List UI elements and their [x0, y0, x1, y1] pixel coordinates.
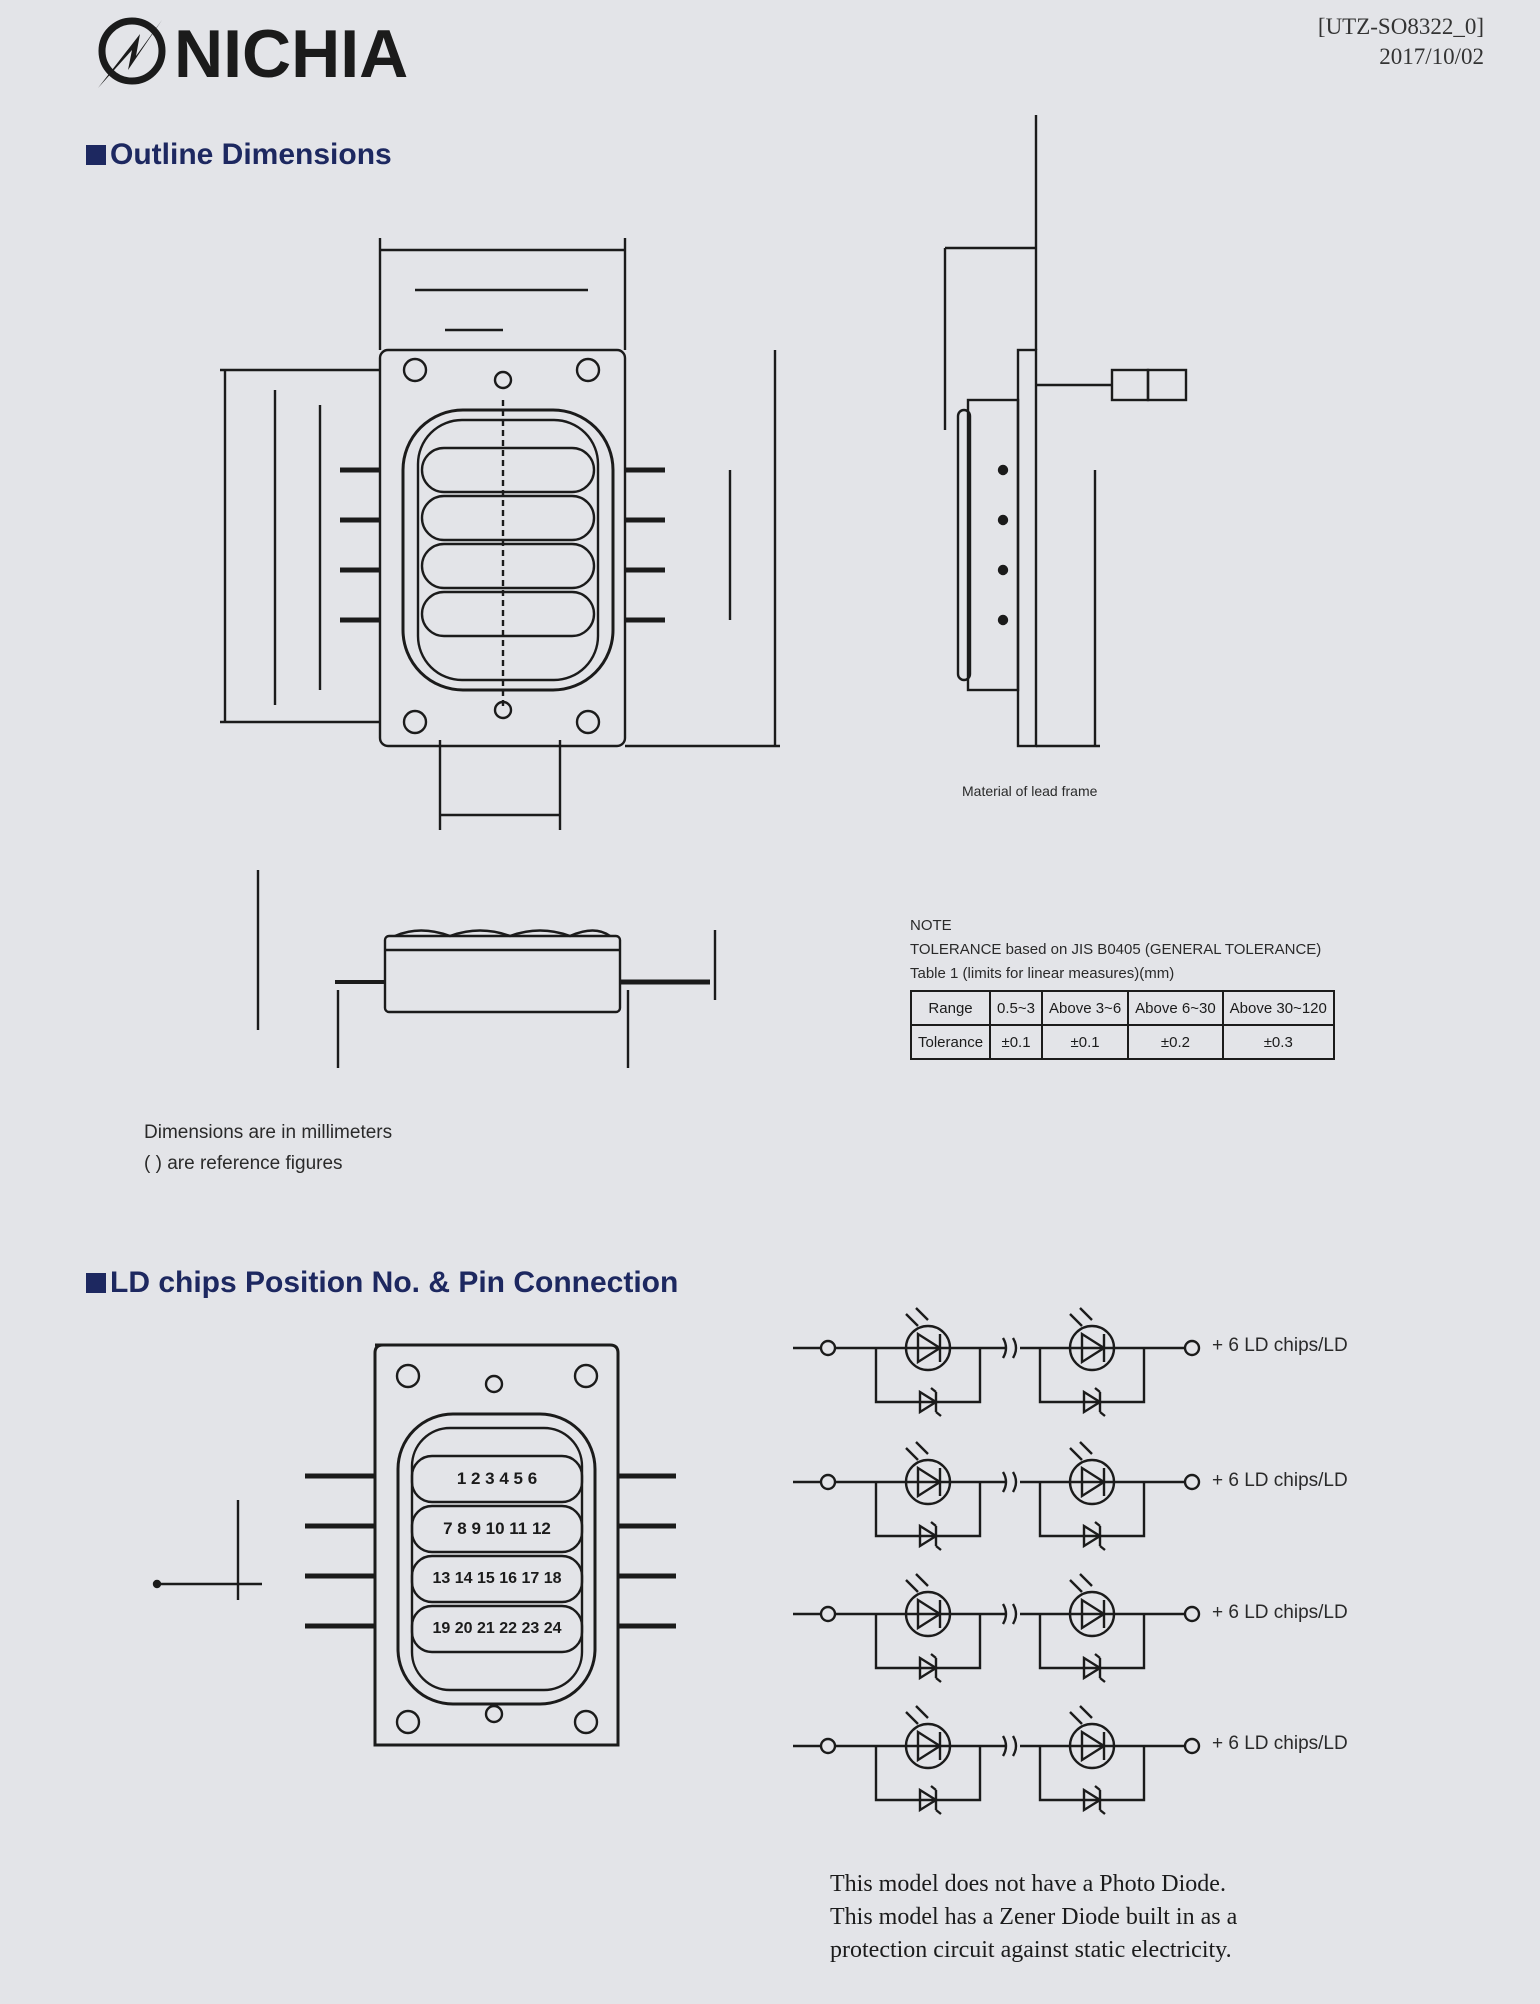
material-note: Material of lead frame — [962, 783, 1098, 799]
laser-diode-icon — [904, 1590, 952, 1638]
circuit-wire — [874, 1482, 982, 1538]
circuit-row-label: + 6 LD chips/LD — [1212, 1470, 1348, 1491]
chip-row-label: 13 14 15 16 17 18 — [432, 1570, 562, 1587]
laser-diode-icon — [904, 1722, 952, 1770]
zener-diode-icon — [1082, 1521, 1106, 1551]
model-notes: This model does not have a Photo Diode. … — [830, 1868, 1237, 1967]
terminal-icon — [1183, 1605, 1201, 1623]
diode-symbol-icon — [916, 1729, 943, 1763]
circuit-wire — [874, 1746, 982, 1802]
zener-diode-icon — [918, 1521, 942, 1551]
tolerance-table: Range 0.5~3 Above 3~6 Above 6~30 Above 3… — [909, 990, 1335, 1060]
zener-diode-icon — [918, 1785, 942, 1815]
tolerance-table-header: Table 1 (limits for linear measures)(mm) — [910, 965, 1175, 982]
bullet-square-icon — [86, 1273, 106, 1293]
diode-symbol-icon — [916, 1331, 943, 1365]
tolerance-notes: NOTE TOLERANCE based on JIS B0405 (GENER… — [910, 914, 1321, 986]
emission-arrow-icon — [905, 1573, 929, 1593]
circuit-wire — [1038, 1348, 1146, 1404]
zener-diode-icon — [1082, 1387, 1106, 1417]
zener-diode-icon — [1082, 1785, 1106, 1815]
terminal-icon — [1183, 1473, 1201, 1491]
emission-arrow-icon — [1069, 1307, 1093, 1327]
emission-arrow-icon — [1069, 1441, 1093, 1461]
model-note: This model has a Zener Diode built in as… — [830, 1904, 1238, 1930]
terminal-icon — [1183, 1737, 1201, 1755]
diode-symbol-icon — [916, 1597, 943, 1631]
terminal-icon — [819, 1473, 837, 1491]
emission-arrow-icon — [905, 1705, 929, 1725]
terminal-icon — [819, 1339, 837, 1357]
diode-symbol-icon — [1080, 1465, 1107, 1499]
emission-arrow-icon — [1069, 1573, 1093, 1593]
circuit-wire — [874, 1348, 982, 1404]
chip-row-label: 1 2 3 4 5 6 — [456, 1469, 538, 1488]
diode-symbol-icon — [1080, 1331, 1107, 1365]
document-reference: [UTZ-SO8322_0] 2017/10/02 — [1318, 12, 1484, 72]
diode-symbol-icon — [916, 1465, 943, 1499]
laser-diode-icon — [1068, 1324, 1116, 1372]
tolerance-standard: TOLERANCE based on JIS B0405 (GENERAL TO… — [910, 941, 1322, 958]
table-row: Range 0.5~3 Above 3~6 Above 6~30 Above 3… — [909, 990, 1335, 1026]
table-row: Tolerance ±0.1 ±0.1 ±0.2 ±0.3 — [909, 1024, 1335, 1060]
emission-arrow-icon — [1069, 1705, 1093, 1725]
break-symbol-icon — [1001, 1735, 1018, 1757]
laser-diode-icon — [904, 1458, 952, 1506]
break-symbol-icon — [1001, 1603, 1018, 1625]
emission-arrow-icon — [905, 1441, 929, 1461]
led-section-title: LD chips Position No. & Pin Connection — [86, 1266, 678, 1300]
top-view — [220, 238, 780, 830]
tolerance-label: NOTE — [910, 917, 952, 934]
laser-diode-icon — [904, 1324, 952, 1372]
zener-diode-icon — [918, 1387, 942, 1417]
diode-symbol-icon — [1080, 1597, 1107, 1631]
doc-number: [UTZ-SO8322_0] — [1317, 14, 1484, 39]
terminal-icon — [1183, 1339, 1201, 1357]
break-symbol-icon — [1001, 1337, 1018, 1359]
circuit-wire — [1038, 1614, 1146, 1670]
circuit-wire — [1038, 1746, 1146, 1802]
chip-number-grid: 1 2 3 4 5 6 7 8 9 10 11 12 13 14 15 16 1… — [412, 1456, 582, 1656]
dimension-notes: Dimensions are in millimeters ( ) are re… — [144, 1117, 392, 1179]
model-note: protection circuit against static electr… — [830, 1937, 1232, 1963]
circuit-row-label: + 6 LD chips/LD — [1212, 1602, 1348, 1623]
dimension-note: ( ) are reference figures — [144, 1153, 343, 1174]
doc-date: 2017/10/02 — [1379, 44, 1484, 69]
laser-diode-icon — [1068, 1590, 1116, 1638]
front-view — [256, 870, 717, 1068]
zener-diode-icon — [1082, 1653, 1106, 1683]
bullet-square-icon — [86, 145, 106, 165]
nichia-logo: NICHIA — [98, 16, 408, 92]
outline-drawing: Material of lead frame — [220, 115, 1188, 1068]
circuit-diagram — [793, 1307, 1201, 1815]
circuit-wire — [1038, 1482, 1146, 1538]
terminal-icon — [819, 1605, 837, 1623]
circuit-wire — [874, 1614, 982, 1670]
zener-diode-icon — [918, 1653, 942, 1683]
chip-row-label: 19 20 21 22 23 24 — [432, 1620, 562, 1637]
laser-diode-icon — [1068, 1722, 1116, 1770]
model-note: This model does not have a Photo Diode. — [830, 1871, 1226, 1897]
circuit-row-label: + 6 LD chips/LD — [1212, 1335, 1348, 1356]
terminal-icon — [819, 1737, 837, 1755]
outline-section-title: Outline Dimensions — [86, 138, 392, 172]
laser-diode-icon — [1068, 1458, 1116, 1506]
diode-symbol-icon — [1080, 1729, 1107, 1763]
emission-arrow-icon — [905, 1307, 929, 1327]
break-symbol-icon — [1001, 1471, 1018, 1493]
dimension-note: Dimensions are in millimeters — [144, 1122, 393, 1143]
circuit-row-label: + 6 LD chips/LD — [1212, 1733, 1348, 1754]
brand-text: NICHIA — [174, 16, 408, 92]
chip-row-label: 7 8 9 10 11 12 — [443, 1519, 551, 1538]
side-view — [943, 115, 1188, 748]
